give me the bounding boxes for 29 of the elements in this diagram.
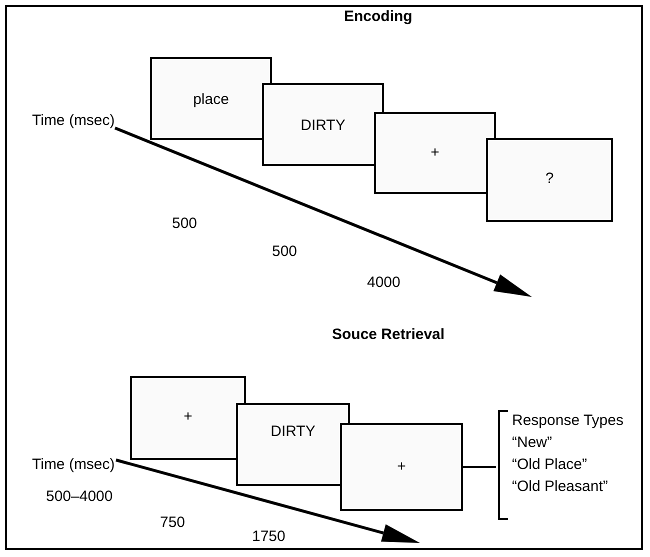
duration-label: 500 <box>272 243 298 260</box>
duration-label: 4000 <box>367 274 400 291</box>
screen-text: ? <box>545 170 554 189</box>
list-item: “Old Place” <box>512 455 588 475</box>
duration-label: 500 <box>172 215 198 232</box>
list-heading: Response Types <box>512 411 624 431</box>
section-heading: Souce Retrieval <box>332 326 445 343</box>
axis-label: Time (msec) <box>32 112 115 129</box>
stimulus-screen <box>130 376 246 460</box>
duration-label: 1750 <box>252 528 286 545</box>
screen-text: DIRTY <box>270 423 316 442</box>
axis-label: Time (msec) <box>32 456 115 473</box>
duration-label: 750 <box>160 514 186 531</box>
screen-text: + <box>430 144 440 163</box>
screen-text: place <box>193 91 229 110</box>
stimulus-screen <box>262 83 384 166</box>
screen-text: + <box>184 408 192 427</box>
stimulus-screen <box>150 57 272 140</box>
duration-label: 500–4000 <box>46 488 113 505</box>
list-item: “Old Pleasant” <box>512 477 609 497</box>
list-item: “New” <box>512 433 553 453</box>
section-heading: Encoding <box>344 8 412 25</box>
screen-text: DIRTY <box>300 117 346 136</box>
stimulus-screen <box>486 138 613 222</box>
stimulus-screen <box>236 403 350 486</box>
stimulus-screen <box>340 423 463 511</box>
stimulus-screen <box>374 112 496 194</box>
screen-text: + <box>397 458 406 477</box>
connector-line <box>463 466 496 468</box>
